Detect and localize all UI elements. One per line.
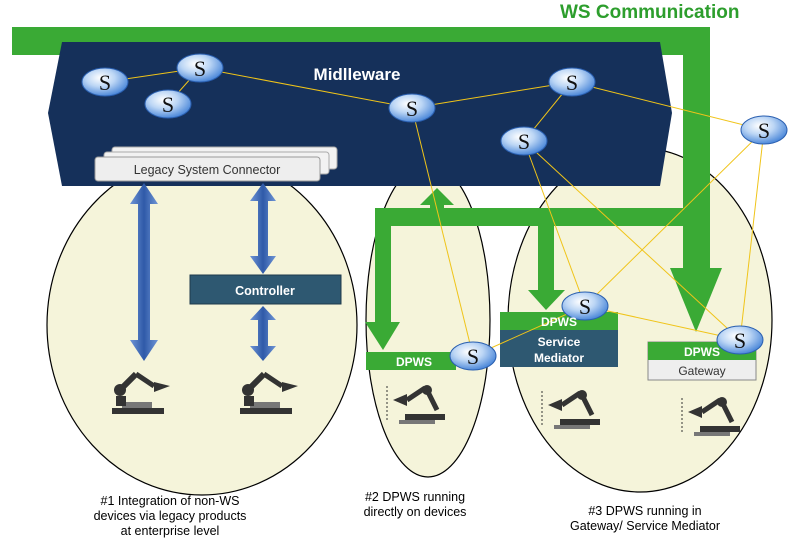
service-node: S [716,325,764,355]
middleware-label: Midlleware [314,65,401,84]
svg-text:S: S [566,70,578,95]
ws-arrow-device [365,322,400,350]
caption-group-3: #3 DPWS running in Gateway/ Service Medi… [540,504,750,534]
gateway-dpws-label: DPWS [684,345,720,359]
service-node: S [81,67,129,97]
ws-communication-title: WS Communication [560,2,740,23]
caption-group-1: #1 Integration of non-WS devices via leg… [60,494,280,539]
ws-band-branch [375,208,685,226]
caption-line: devices via legacy products [93,509,247,523]
arrow-connector-to-device-left [130,183,158,361]
robot-arm-dpws-icon [541,390,600,429]
caption-line: directly on devices [363,505,467,519]
caption-line: at enterprise level [120,524,220,538]
service-node: S [176,53,224,83]
caption-line: #1 Integration of non-WS [100,494,240,508]
dpws-device-label: DPWS [396,355,432,369]
ws-arrow-mediator [528,290,565,310]
service-node: S [561,291,609,321]
service-node: S [500,126,548,156]
group-1-ellipse [46,154,358,496]
svg-text:S: S [162,92,174,117]
svg-text:S: S [579,294,591,319]
mediator-name-line2: Mediator [534,351,584,365]
svg-text:S: S [734,328,746,353]
robot-arm-icon [112,371,170,414]
caption-line: #3 DPWS running in [588,504,702,518]
ws-arrow-up [420,188,454,205]
robot-arm-dpws-icon [681,397,740,436]
controller-box [189,274,342,305]
service-node: S [548,67,596,97]
ws-band-mid-down [538,208,554,293]
ws-band-left-down [375,208,391,328]
mediator-name-line1: Service [538,335,581,349]
caption-line: #2 DPWS running [364,490,466,504]
arrow-controller-to-device [250,306,276,361]
dpws-device-bar [366,352,456,370]
service-node: S [449,341,497,371]
robot-arm-dpws-icon [386,385,445,424]
svg-text:S: S [758,118,770,143]
mediator-dpws-label: DPWS [541,315,577,329]
svg-text:S: S [406,96,418,121]
legacy-connector-label: Legacy System Connector [134,163,281,177]
caption-group-2: #2 DPWS running directly on devices [330,490,500,520]
svg-text:S: S [518,129,530,154]
arrow-connector-to-controller [250,183,276,274]
svg-text:S: S [467,344,479,369]
gateway-name-label: Gateway [678,364,725,378]
robot-arm-icon [240,371,298,414]
service-node: S [740,115,788,145]
svg-text:S: S [194,56,206,81]
legacy-connector-box [94,156,321,182]
controller-label: Controller [235,284,295,298]
service-node: S [388,93,436,123]
service-node: S [144,89,192,119]
svg-text:S: S [99,70,111,95]
ws-band-right [683,27,710,270]
caption-line: Gateway/ Service Mediator [569,519,721,533]
